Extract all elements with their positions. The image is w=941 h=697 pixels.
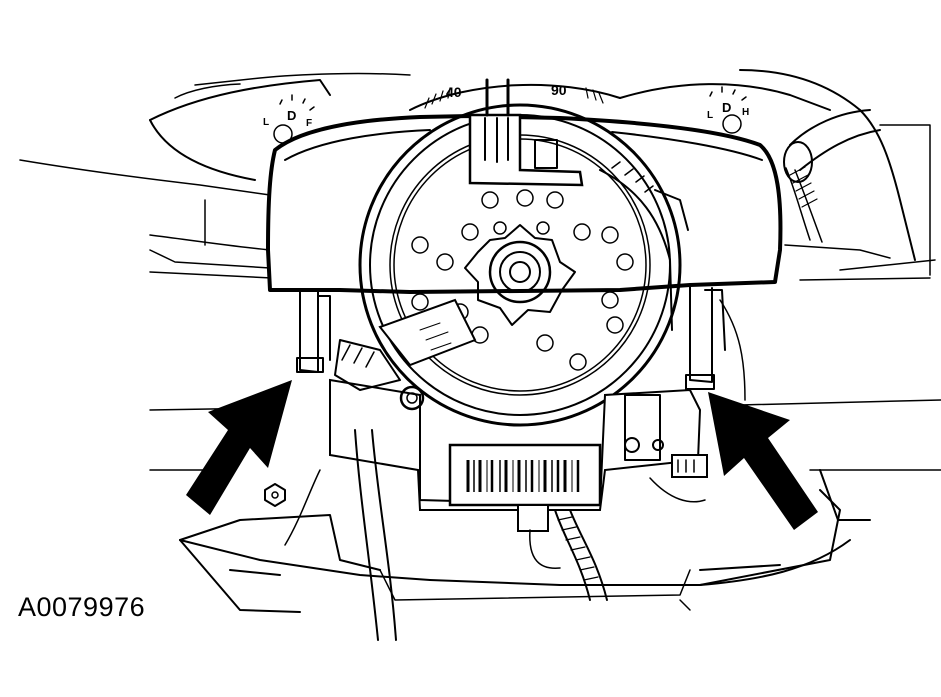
right-indicator-letter-d: D (722, 100, 731, 115)
lower-column-mount (329, 339, 708, 511)
left-indicator-letter-l: L (263, 117, 269, 128)
turn-signal-stalk (783, 109, 881, 243)
instrument-panel (19, 69, 941, 471)
gauge-mark-90: 90 (551, 82, 567, 98)
wiring-harness (517, 504, 608, 601)
barcode-label (466, 460, 580, 492)
speedometer-gauge: 40 90 (424, 82, 604, 109)
right-warning-indicator: L D H (707, 86, 749, 134)
arrow-left-pointing-to-screw (186, 380, 292, 515)
gauge-mark-40: 40 (446, 84, 462, 100)
steering-column-shroud (266, 114, 783, 390)
column-lower-frame (179, 299, 871, 641)
clockspring (358, 78, 689, 427)
left-warning-indicator: L D F (263, 94, 315, 144)
right-indicator-letter-h: H (742, 107, 749, 118)
arrow-right-pointing-to-screw (708, 392, 818, 530)
figure-id-label: A0079976 (18, 592, 146, 622)
right-indicator-letter-l: L (707, 110, 713, 121)
left-indicator-letter-f: F (306, 118, 312, 129)
left-indicator-letter-d: D (287, 108, 296, 123)
